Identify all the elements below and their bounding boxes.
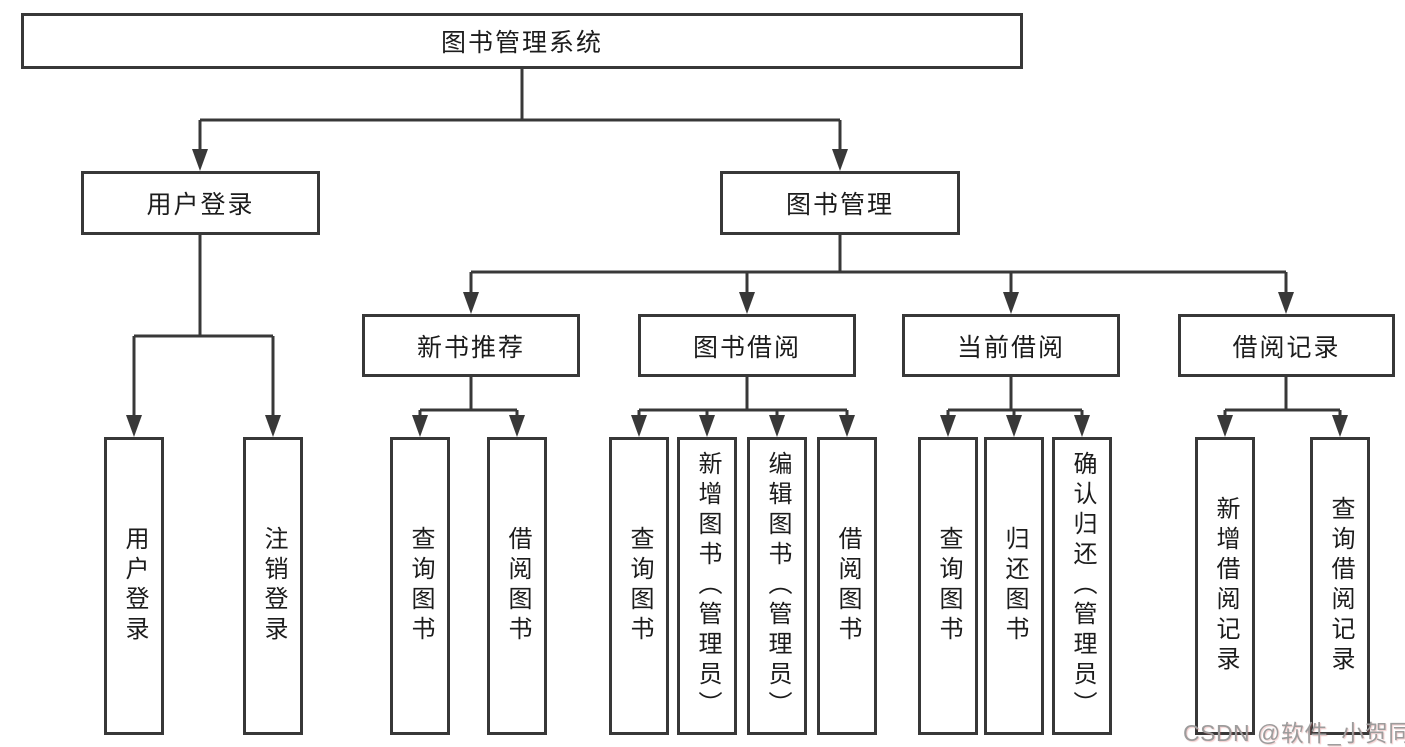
node-book-borrowing: 图书借阅 — [638, 314, 856, 377]
node-label: 图书管理系统 — [440, 29, 603, 57]
csdn-watermark: CSDN @软件_小贺同学 — [1183, 720, 1405, 746]
node-borrow-records: 借阅记录 — [1178, 314, 1395, 377]
node-label: 图书借阅 — [692, 333, 801, 362]
node-label: 借阅图书 — [834, 526, 861, 646]
node-label: 用户登录 — [121, 526, 148, 646]
node-label: 借阅记录 — [1232, 333, 1341, 362]
node-label: 查询借阅记录 — [1327, 496, 1354, 676]
node-new-book-recommend: 新书推荐 — [362, 314, 580, 377]
node-label: 编辑图书（管理员） — [764, 451, 791, 721]
node-book-management: 图书管理 — [720, 171, 960, 235]
node-label: 确认归还（管理员） — [1069, 451, 1096, 721]
node-current-borrowing: 当前借阅 — [902, 314, 1120, 377]
node-user-login: 用户登录 — [81, 171, 320, 235]
node-label: 查询图书 — [626, 526, 653, 646]
leaf-current-query-book: 查询图书 — [918, 437, 978, 735]
node-label: 当前借阅 — [956, 333, 1065, 362]
node-root-system: 图书管理系统 — [21, 13, 1023, 69]
node-label: 查询图书 — [407, 526, 434, 646]
leaf-borrowing-edit-book-admin: 编辑图书（管理员） — [747, 437, 807, 735]
node-label: 注销登录 — [260, 526, 287, 646]
leaf-logout: 注销登录 — [243, 437, 303, 735]
leaf-borrowing-borrow-book: 借阅图书 — [817, 437, 877, 735]
node-label: 新增图书（管理员） — [694, 451, 721, 721]
arrowheads — [126, 149, 1348, 437]
node-label: 用户登录 — [146, 191, 255, 219]
leaf-borrowing-query-book: 查询图书 — [609, 437, 669, 735]
leaf-records-query-record: 查询借阅记录 — [1310, 437, 1370, 735]
node-label: 归还图书 — [1001, 526, 1028, 646]
node-label: 借阅图书 — [504, 526, 531, 646]
node-label: 查询图书 — [935, 526, 962, 646]
node-label: 图书管理 — [785, 191, 894, 219]
leaf-borrowing-add-book-admin: 新增图书（管理员） — [677, 437, 737, 735]
leaf-current-return-book: 归还图书 — [984, 437, 1044, 735]
node-label: 新增借阅记录 — [1212, 496, 1239, 676]
tree-edges — [132, 69, 1342, 417]
leaf-recommend-query-book: 查询图书 — [390, 437, 450, 735]
leaf-recommend-borrow-book: 借阅图书 — [487, 437, 547, 735]
leaf-records-add-record: 新增借阅记录 — [1195, 437, 1255, 735]
leaf-current-confirm-return-admin: 确认归还（管理员） — [1052, 437, 1112, 735]
leaf-user-login: 用户登录 — [104, 437, 164, 735]
node-label: 新书推荐 — [416, 333, 525, 362]
